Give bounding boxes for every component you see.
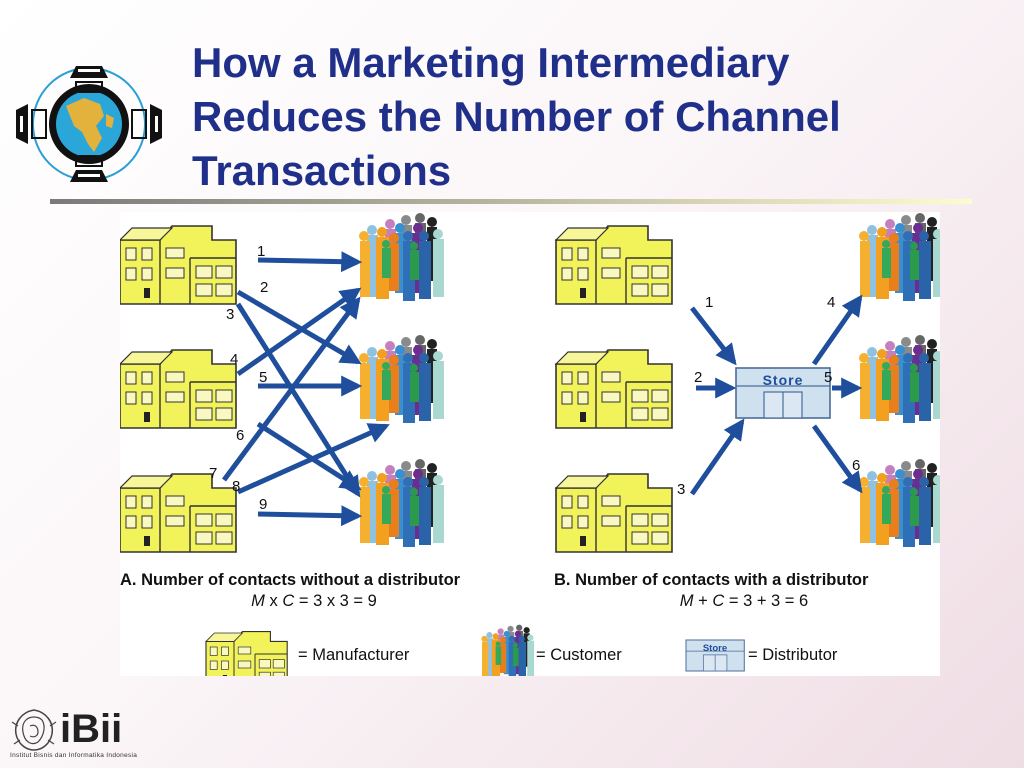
legend-manufacturer-label: = Manufacturer	[298, 646, 410, 664]
store-label: Store	[763, 372, 804, 388]
arrow-label-b6: 6	[852, 457, 860, 474]
arrow-a9	[257, 505, 363, 527]
arrow-label-b1: 1	[705, 294, 713, 311]
arrow-label-a2: 2	[260, 279, 268, 296]
legend-customer-label: = Customer	[536, 646, 622, 664]
arrow-label-a8: 8	[232, 478, 240, 495]
arrow-label-b4: 4	[827, 294, 835, 311]
formula-b-op: +	[693, 592, 713, 610]
arrow-a8	[236, 423, 390, 495]
arrow-label-b5: 5	[824, 369, 832, 386]
customer-group-b1	[859, 213, 940, 301]
slide-title: How a Marketing Intermediary Reduces the…	[192, 36, 992, 198]
formula-a-op: x	[264, 592, 283, 610]
manufacturer-b2	[555, 349, 673, 429]
formula-b: M + C = 3 + 3 = 6	[634, 592, 854, 611]
manufacturer-b1	[555, 225, 673, 305]
ibii-wordmark: iBii	[60, 707, 123, 751]
arrow-b3	[689, 418, 745, 496]
arrow-label-b2: 2	[694, 369, 702, 386]
formula-a-m: M	[251, 592, 265, 610]
diagram-panel: 1 2 3 4 5 6 7 8 9 Store 1 2	[120, 212, 940, 676]
title-line-2: Reduces the Number of Channel	[192, 93, 841, 140]
globe-logo-icon	[16, 66, 162, 182]
legend-manufacturer-icon	[205, 631, 288, 676]
arrows-b	[689, 294, 863, 496]
arrow-a6	[256, 421, 362, 491]
formula-b-rest: = 3 + 3 = 6	[724, 592, 809, 610]
arrows-a	[221, 251, 390, 527]
formula-b-c: C	[712, 592, 725, 610]
arrow-a3	[235, 302, 361, 498]
legend-distributor-label: = Distributor	[748, 646, 838, 664]
formula-b-m: M	[679, 592, 694, 610]
arrow-label-a9: 9	[259, 496, 267, 513]
legend-customer-icon	[481, 624, 535, 676]
customer-group-b2	[859, 335, 940, 423]
arrow-label-a3: 3	[226, 306, 234, 323]
arrow-label-a4: 4	[230, 351, 238, 368]
manufacturer-a1	[120, 225, 237, 305]
legend-store-label: Store	[703, 643, 727, 654]
arrow-a7	[221, 296, 361, 482]
channel-diagram: 1 2 3 4 5 6 7 8 9 Store 1 2	[120, 213, 940, 676]
arrow-label-a1: 1	[257, 243, 265, 260]
formula-a-rest: = 3 x 3 = 9	[294, 592, 377, 610]
arrow-a4	[236, 287, 362, 377]
customer-group-a3	[359, 459, 444, 547]
ibii-emblem-icon	[11, 709, 57, 751]
arrow-b1	[690, 306, 737, 366]
arrow-b6	[811, 424, 863, 494]
arrow-a1	[257, 251, 363, 273]
arrow-label-a6: 6	[236, 427, 244, 444]
title-divider	[50, 199, 972, 204]
arrow-a2	[236, 289, 362, 365]
caption-a: A. Number of contacts without a distribu…	[120, 571, 461, 589]
ibii-tagline: Institut Bisnis dan Informatika Indonesi…	[10, 752, 138, 759]
customer-group-a2	[359, 335, 444, 423]
arrow-label-a5: 5	[259, 369, 267, 386]
manufacturer-a3	[120, 473, 237, 553]
arrow-label-b3: 3	[677, 481, 685, 498]
customer-group-b3	[859, 459, 940, 547]
title-line-3: Transactions	[192, 147, 452, 194]
caption-b: B. Number of contacts with a distributor	[554, 571, 869, 589]
manufacturer-a2	[120, 349, 237, 429]
arrow-label-a7: 7	[209, 465, 217, 482]
title-line-1: How a Marketing Intermediary	[192, 39, 790, 86]
formula-a-c: C	[282, 592, 295, 610]
manufacturer-b3	[555, 473, 673, 553]
customer-group-a1	[359, 213, 444, 301]
formula-a: M x C = 3 x 3 = 9	[204, 592, 424, 611]
arrow-b4	[811, 294, 863, 366]
